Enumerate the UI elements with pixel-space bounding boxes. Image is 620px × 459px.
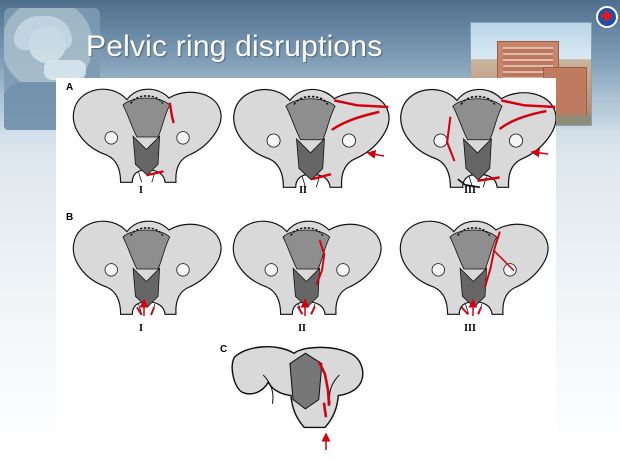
surgical-mask xyxy=(44,60,86,80)
panel-label-b: B xyxy=(66,212,73,223)
pelvis-b-i xyxy=(73,221,221,315)
hospital-logo xyxy=(596,6,618,28)
surgical-cap xyxy=(14,16,72,50)
label-b-ii: II xyxy=(282,323,322,334)
pelvis-diagram xyxy=(56,78,556,459)
pelvis-b-ii xyxy=(233,221,381,314)
label-b-i: I xyxy=(121,323,161,334)
pelvis-a-iii xyxy=(401,89,556,187)
label-a-ii: II xyxy=(283,185,323,196)
pelvis-a-ii xyxy=(234,89,389,187)
arrow-a-iii xyxy=(532,152,548,154)
panel-label-c: C xyxy=(220,344,227,355)
label-a-iii: III xyxy=(450,185,490,196)
pelvis-b-iii xyxy=(400,221,548,314)
slide-title: Pelvic ring disruptions xyxy=(86,30,382,64)
pelvis-figure: A I II III B I II III C xyxy=(56,78,556,459)
label-b-iii: III xyxy=(450,323,490,334)
pelvis-c xyxy=(232,347,363,428)
panel-label-a: A xyxy=(66,82,73,93)
arrow-a-ii xyxy=(368,153,384,156)
pelvis-a-i xyxy=(73,89,221,182)
label-a-i: I xyxy=(121,185,161,196)
